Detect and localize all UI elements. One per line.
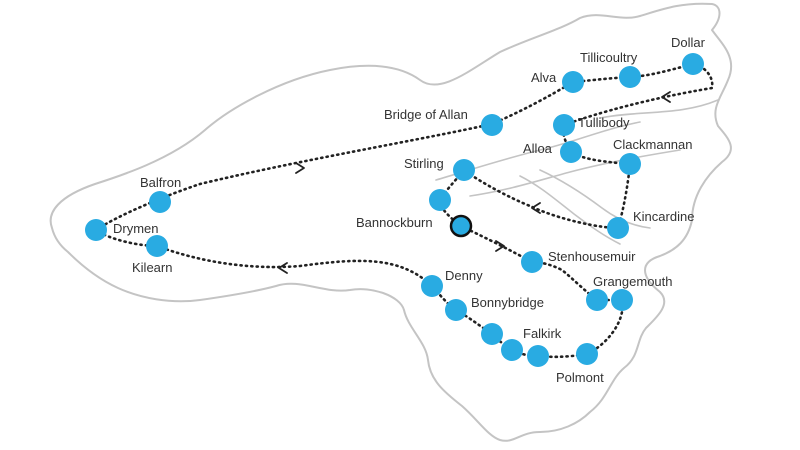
stop-clackmannan[interactable]	[619, 153, 641, 175]
stop-alva[interactable]	[562, 71, 584, 93]
arrow-west-right	[661, 91, 671, 103]
stop-tillicoultry[interactable]	[619, 66, 641, 88]
label-bridge-of-allan: Bridge of Allan	[384, 107, 468, 122]
label-alva: Alva	[531, 70, 557, 85]
stops-layer	[85, 53, 704, 367]
label-bonnybridge: Bonnybridge	[471, 295, 544, 310]
stop-grangemouth-east[interactable]	[611, 289, 633, 311]
stop-stirling-south[interactable]	[429, 189, 451, 211]
label-clackmannan: Clackmannan	[613, 137, 693, 152]
arrow-west-lower	[278, 262, 288, 274]
stop-alloa[interactable]	[560, 141, 582, 163]
arrow-west-middle	[531, 202, 541, 214]
stop-polmont-west[interactable]	[527, 345, 549, 367]
stop-drymen[interactable]	[85, 219, 107, 241]
stop-bridge-of-allan[interactable]	[481, 114, 503, 136]
label-tillicoultry: Tillicoultry	[580, 50, 638, 65]
stop-tullibody[interactable]	[553, 114, 575, 136]
stop-bonnybridge[interactable]	[445, 299, 467, 321]
stop-polmont[interactable]	[576, 343, 598, 365]
stop-balfron[interactable]	[149, 191, 171, 213]
stop-stenhousemuir[interactable]	[521, 251, 543, 273]
stop-stirling[interactable]	[453, 159, 475, 181]
labels-layer: Balfron Drymen Kilearn Bridge of Allan A…	[113, 35, 706, 385]
label-drymen: Drymen	[113, 221, 159, 236]
label-kincardine: Kincardine	[633, 209, 694, 224]
label-alloa: Alloa	[523, 141, 553, 156]
label-denny: Denny	[445, 268, 483, 283]
stop-grangemouth-west[interactable]	[586, 289, 608, 311]
label-grangemouth: Grangemouth	[593, 274, 673, 289]
stop-dollar[interactable]	[682, 53, 704, 75]
river-line-east	[599, 99, 719, 119]
arrow-east-upper	[295, 162, 305, 174]
arrow-east-bannockburn	[495, 240, 505, 252]
river-line-lower	[469, 149, 681, 197]
label-tullibody: Tullibody	[578, 115, 630, 130]
label-bannockburn: Bannockburn	[356, 215, 433, 230]
label-stenhousemuir: Stenhousemuir	[548, 249, 636, 264]
estuary-edge-east	[539, 169, 651, 229]
stop-kincardine[interactable]	[607, 217, 629, 239]
label-dollar: Dollar	[671, 35, 706, 50]
stop-falkirk-east[interactable]	[501, 339, 523, 361]
estuary-edge-west	[519, 175, 621, 245]
stop-falkirk-west[interactable]	[481, 323, 503, 345]
label-kilearn: Kilearn	[132, 260, 172, 275]
stop-kilearn[interactable]	[146, 235, 168, 257]
region-outline	[49, 2, 733, 442]
label-polmont: Polmont	[556, 370, 604, 385]
label-stirling: Stirling	[404, 156, 444, 171]
label-falkirk: Falkirk	[523, 326, 562, 341]
label-balfron: Balfron	[140, 175, 181, 190]
stop-bannockburn-start[interactable]	[449, 214, 473, 238]
stop-denny[interactable]	[421, 275, 443, 297]
